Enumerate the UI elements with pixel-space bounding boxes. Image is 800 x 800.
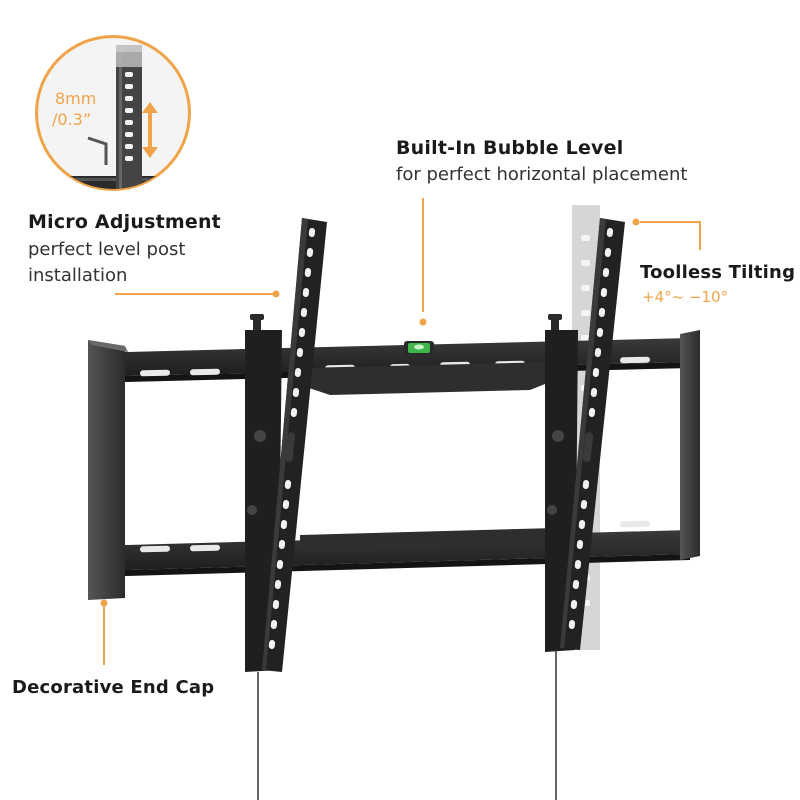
inset-size-mm: 8mm bbox=[55, 89, 96, 108]
allen-key-icon bbox=[87, 136, 108, 165]
tilt-range: +4°~ −10° bbox=[642, 288, 729, 306]
left-end-cap bbox=[88, 340, 128, 600]
left-bracket bbox=[245, 218, 327, 800]
micro-adjustment-line2: installation bbox=[28, 265, 128, 286]
leader-lines bbox=[103, 198, 701, 665]
micro-adjustment-line1: perfect level post bbox=[28, 239, 186, 260]
micro-adjustment-title: Micro Adjustment bbox=[28, 211, 221, 233]
micro-adjustment-inset: 8mm /0.3” bbox=[35, 35, 191, 191]
bubble-level-title: Built-In Bubble Level bbox=[396, 137, 624, 159]
end-cap-title: Decorative End Cap bbox=[12, 677, 215, 698]
right-bracket bbox=[545, 218, 625, 800]
inset-size-inch: /0.3” bbox=[52, 110, 91, 129]
bubble-level-icon bbox=[404, 341, 434, 355]
height-arrow-icon bbox=[142, 102, 158, 158]
right-end-cap bbox=[680, 330, 700, 560]
toolless-tilting-title: Toolless Tilting bbox=[640, 262, 796, 283]
bubble-level-line1: for perfect horizontal placement bbox=[396, 164, 688, 185]
